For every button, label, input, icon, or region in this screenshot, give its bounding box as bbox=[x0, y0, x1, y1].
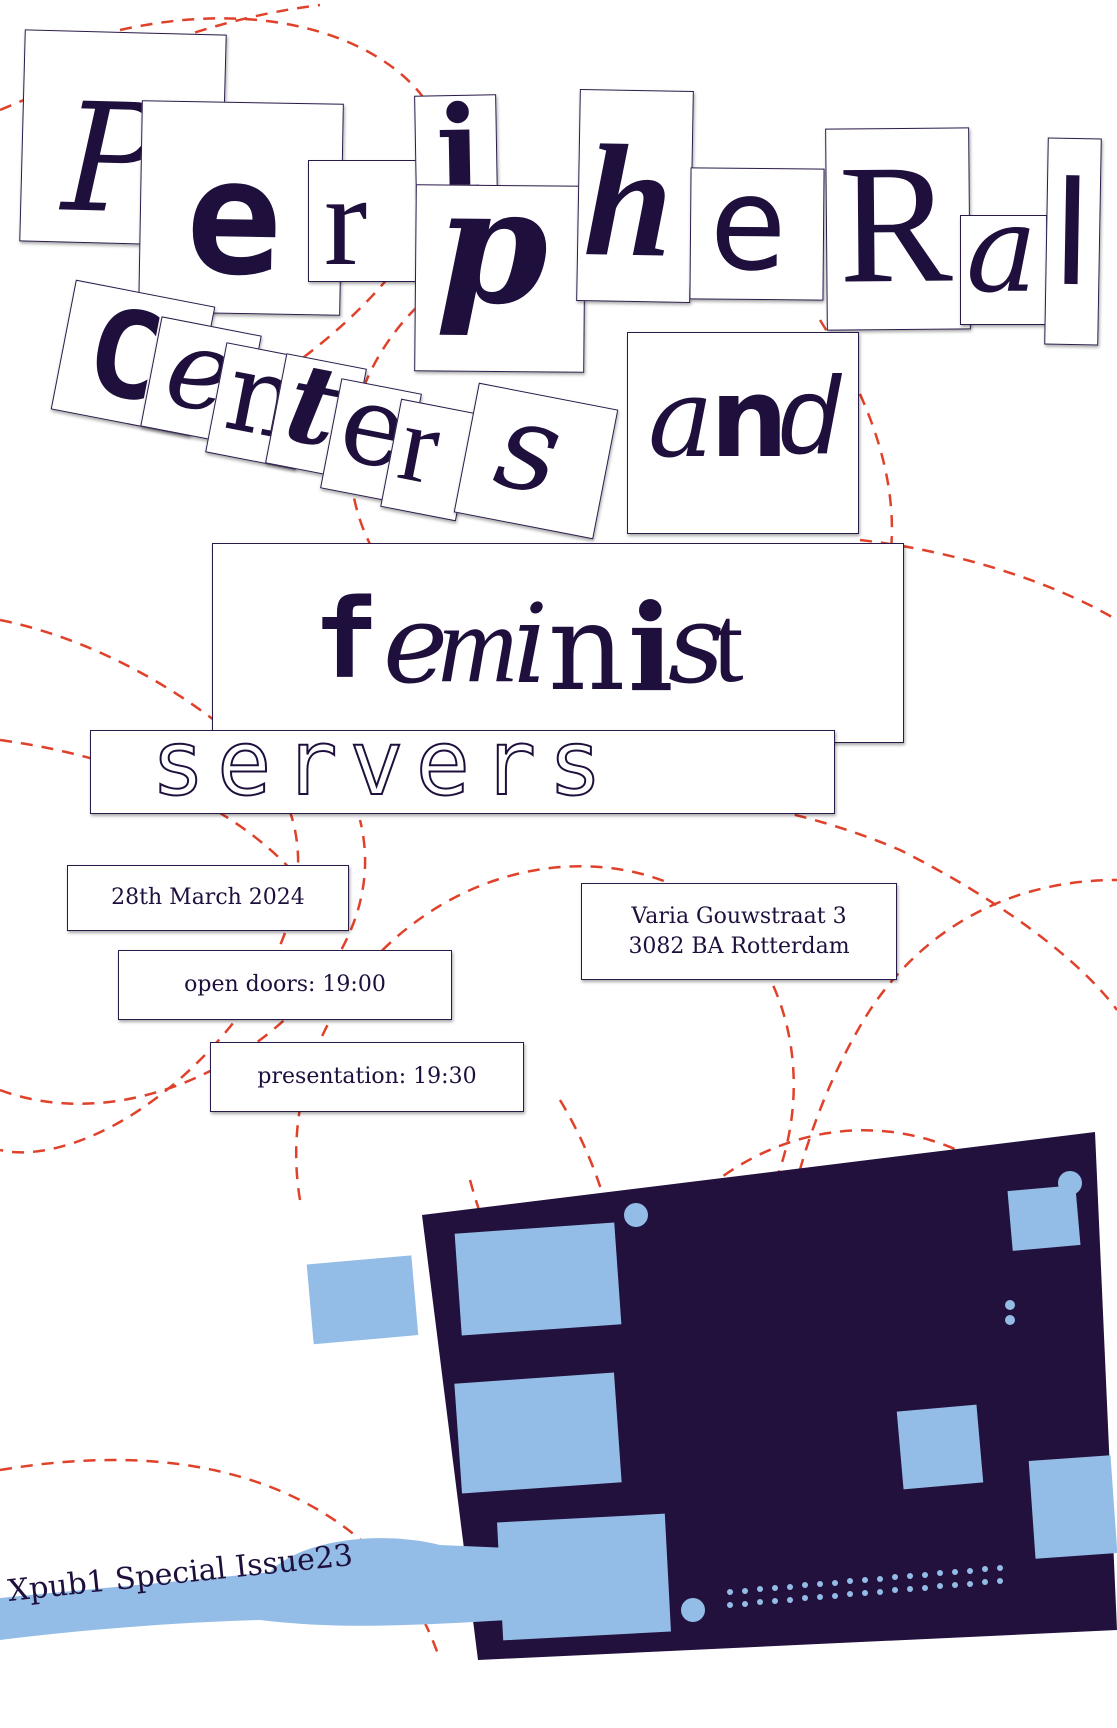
title-letter: a bbox=[648, 354, 714, 482]
address-line-1: Varia Gouwstraat 3 bbox=[631, 903, 847, 929]
title-letter: n bbox=[548, 579, 626, 718]
title-letter-card: r bbox=[308, 156, 420, 286]
venue-address: Varia Gouwstraat 3 3082 BA Rotterdam bbox=[581, 883, 897, 980]
open-doors-text: open doors: 19:00 bbox=[184, 972, 386, 998]
title-letter: R bbox=[838, 129, 954, 319]
title-word-card: f e m i n i s t bbox=[212, 543, 904, 743]
title-letter-card: a bbox=[960, 191, 1047, 325]
usb-cable bbox=[0, 1538, 510, 1640]
title-letter-card: s bbox=[453, 374, 619, 540]
title-letter-card: h bbox=[576, 89, 694, 303]
event-date: 28th March 2024 bbox=[67, 865, 349, 931]
title-letter: s bbox=[485, 374, 573, 524]
title-letter: r bbox=[324, 149, 368, 293]
title-letter: n bbox=[710, 354, 789, 482]
event-date-text: 28th March 2024 bbox=[111, 885, 305, 911]
usb-plug-left bbox=[306, 1255, 419, 1345]
title-letter: a bbox=[966, 181, 1038, 320]
title-letter: r bbox=[390, 380, 450, 508]
title-letter: f bbox=[313, 575, 380, 703]
presentation-text: presentation: 19:30 bbox=[257, 1064, 477, 1090]
title-letter: i bbox=[628, 578, 674, 719]
title-word-card: a n d bbox=[627, 332, 859, 534]
title-letter: p bbox=[435, 151, 549, 341]
title-letter-card: e bbox=[689, 148, 825, 301]
title-letter: t bbox=[713, 583, 744, 705]
title-letter: i bbox=[513, 580, 549, 708]
title-letter-card: R bbox=[825, 127, 971, 331]
title-letter: e bbox=[184, 123, 284, 312]
title-letter: d bbox=[778, 354, 840, 477]
title-word-card: servers bbox=[90, 718, 835, 814]
title-letter: e bbox=[708, 147, 785, 301]
title-letter-card: p bbox=[414, 151, 586, 373]
address-line-2: 3082 BA Rotterdam bbox=[628, 933, 850, 959]
title-letter: e bbox=[383, 580, 449, 708]
title-letter: m bbox=[438, 583, 518, 705]
title-letter: l bbox=[1053, 147, 1090, 317]
title-letter: h bbox=[582, 111, 675, 291]
title-letter-card: l bbox=[1044, 137, 1102, 346]
open-doors-time: open doors: 19:00 bbox=[118, 950, 452, 1020]
presentation-time: presentation: 19:30 bbox=[210, 1042, 524, 1112]
title-letter: s bbox=[668, 580, 725, 708]
title-word-servers: servers bbox=[150, 711, 615, 816]
